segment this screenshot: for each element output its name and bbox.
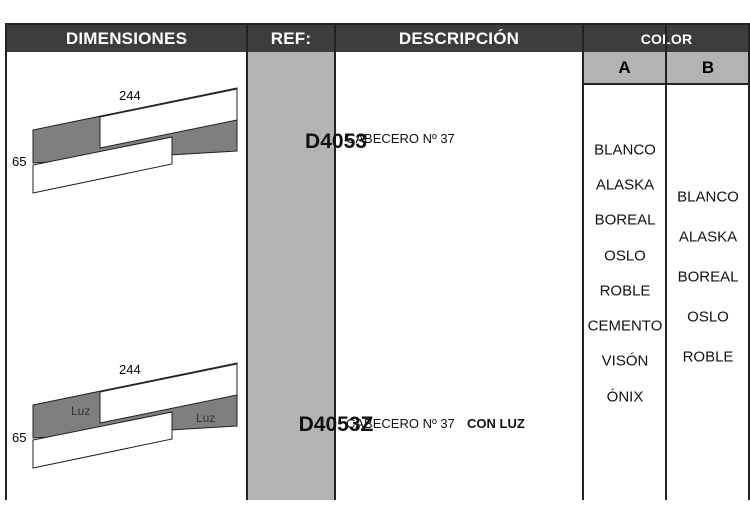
width-label: 244 xyxy=(119,362,141,377)
white-bottom-panel xyxy=(32,136,173,194)
color-a-item: ROBLE xyxy=(599,282,651,300)
divider xyxy=(582,23,584,500)
height-label: 65 xyxy=(12,430,27,445)
white-bottom-panel xyxy=(32,411,173,469)
color-a-item: ALASKA xyxy=(595,176,655,194)
color-a-item: VISÓN xyxy=(601,352,649,370)
product-description: CABECERO Nº 37 xyxy=(346,131,455,146)
color-a-item: CEMENTO xyxy=(587,317,663,335)
product-ref: D4053Z xyxy=(298,413,374,436)
color-a-item: BLANCO xyxy=(594,141,656,159)
light-label: Luz xyxy=(196,411,216,425)
product-ref: D4053 xyxy=(305,130,367,153)
color-a-item: ÓNIX xyxy=(606,388,644,406)
light-label: Luz xyxy=(71,404,91,418)
divider xyxy=(334,23,336,500)
white-top-panel xyxy=(99,363,238,424)
width-label: 244 xyxy=(119,88,141,103)
height-label: 65 xyxy=(12,154,27,169)
color-b-item: BLANCO xyxy=(677,188,739,206)
divider xyxy=(748,23,750,500)
color-b-item: ROBLE xyxy=(682,348,734,366)
product-description: CABECERO Nº 37 xyxy=(346,416,455,431)
color-a-item: BOREAL xyxy=(594,211,656,229)
white-top-panel xyxy=(99,88,238,149)
color-a-item: OSLO xyxy=(604,247,646,265)
divider xyxy=(5,23,7,500)
product-drawing-d4053 xyxy=(32,87,238,469)
header-color-a: A xyxy=(583,52,666,85)
divider xyxy=(665,23,667,500)
divider xyxy=(246,23,248,500)
header-descripcion: DESCRIPCIÓN xyxy=(335,23,583,52)
header-color-b: B xyxy=(666,52,750,85)
ref-column-bg xyxy=(247,52,335,500)
color-b-item: OSLO xyxy=(687,308,729,326)
product-extra: CON LUZ xyxy=(467,416,525,431)
header-ref: REF: xyxy=(247,23,335,52)
color-b-item: ALASKA xyxy=(678,228,738,246)
header-dimensiones: DIMENSIONES xyxy=(6,23,247,52)
color-b-item: BOREAL xyxy=(677,268,739,286)
panel-set xyxy=(32,87,238,194)
